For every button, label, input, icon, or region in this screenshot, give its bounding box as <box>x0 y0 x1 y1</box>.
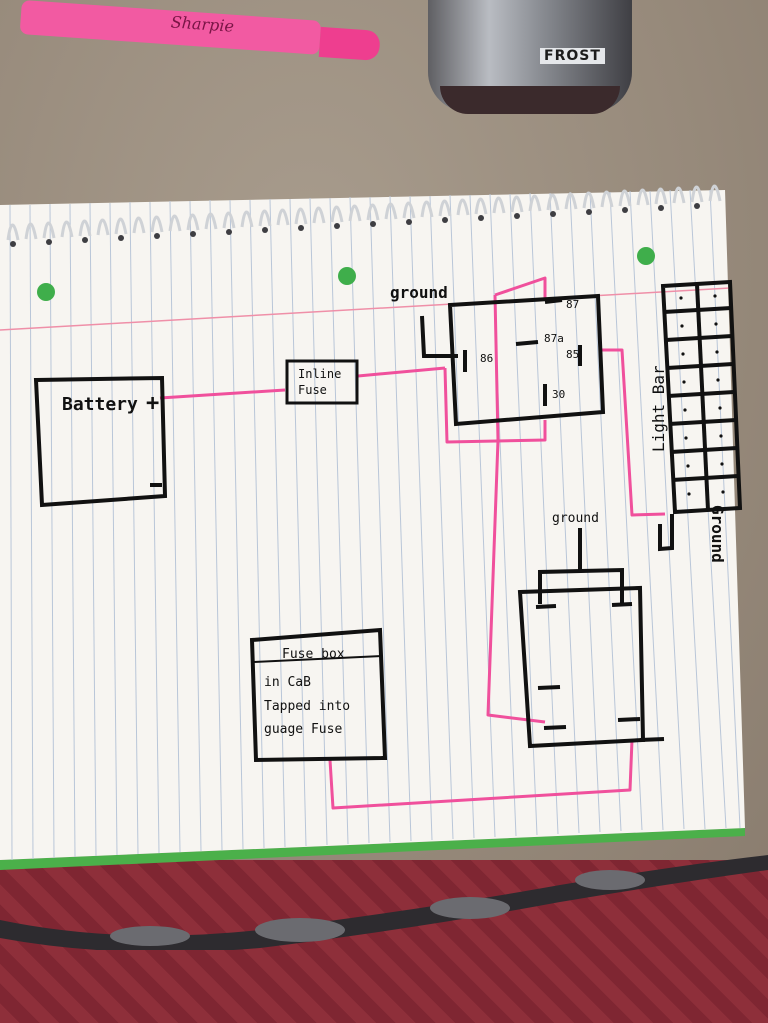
binder-holes <box>37 247 655 301</box>
light-bar <box>658 279 743 552</box>
margin-line <box>0 287 731 331</box>
relay-ground-label: ground <box>390 283 448 302</box>
relay <box>420 293 606 427</box>
battery <box>33 375 168 508</box>
wire-relay-to-lightbar <box>602 348 666 517</box>
battery-positive: + <box>146 391 159 416</box>
wire-battery-to-fuse <box>159 388 286 400</box>
relay-pin-85: 85 <box>566 348 579 361</box>
notebook-page <box>0 190 745 860</box>
battery-label: Battery <box>62 394 138 415</box>
fuse-box <box>249 627 388 763</box>
inline-fuse <box>285 359 359 405</box>
light-bar-ground-label: Ground <box>708 505 727 563</box>
wire-fuse-to-relay <box>357 366 446 378</box>
bottle-label: FROST <box>540 48 605 64</box>
switch <box>517 528 665 749</box>
wire-fusebox-to-switch <box>328 739 634 810</box>
light-bar-cells <box>679 294 725 496</box>
bottle-base <box>440 86 620 114</box>
spiral-holes <box>10 203 700 247</box>
relay-pin-30: 30 <box>552 388 565 401</box>
fuse-box-line3: guage Fuse <box>264 722 342 737</box>
relay-pin-87a: 87a <box>544 332 564 345</box>
wire-relay-to-switch <box>486 294 546 724</box>
switch-ground-label: ground <box>552 511 599 526</box>
wire-87-top <box>494 276 547 300</box>
relay-pin-86: 86 <box>480 352 493 365</box>
spiral-binding <box>6 184 722 241</box>
notebook-cover <box>0 828 745 870</box>
inline-fuse-line2: Fuse <box>298 383 327 397</box>
fuse-box-line1: in CaB <box>264 675 311 690</box>
relay-pin-87: 87 <box>566 298 579 311</box>
chair-edge <box>0 855 768 950</box>
fuse-box-line2: Tapped into <box>264 699 350 714</box>
light-bar-label: Light Bar <box>649 365 668 452</box>
fuse-box-title: Fuse box <box>282 647 345 662</box>
inline-fuse-line1: Inline <box>298 367 341 381</box>
wire-relay-86-loop <box>443 367 547 444</box>
wires <box>159 276 666 810</box>
